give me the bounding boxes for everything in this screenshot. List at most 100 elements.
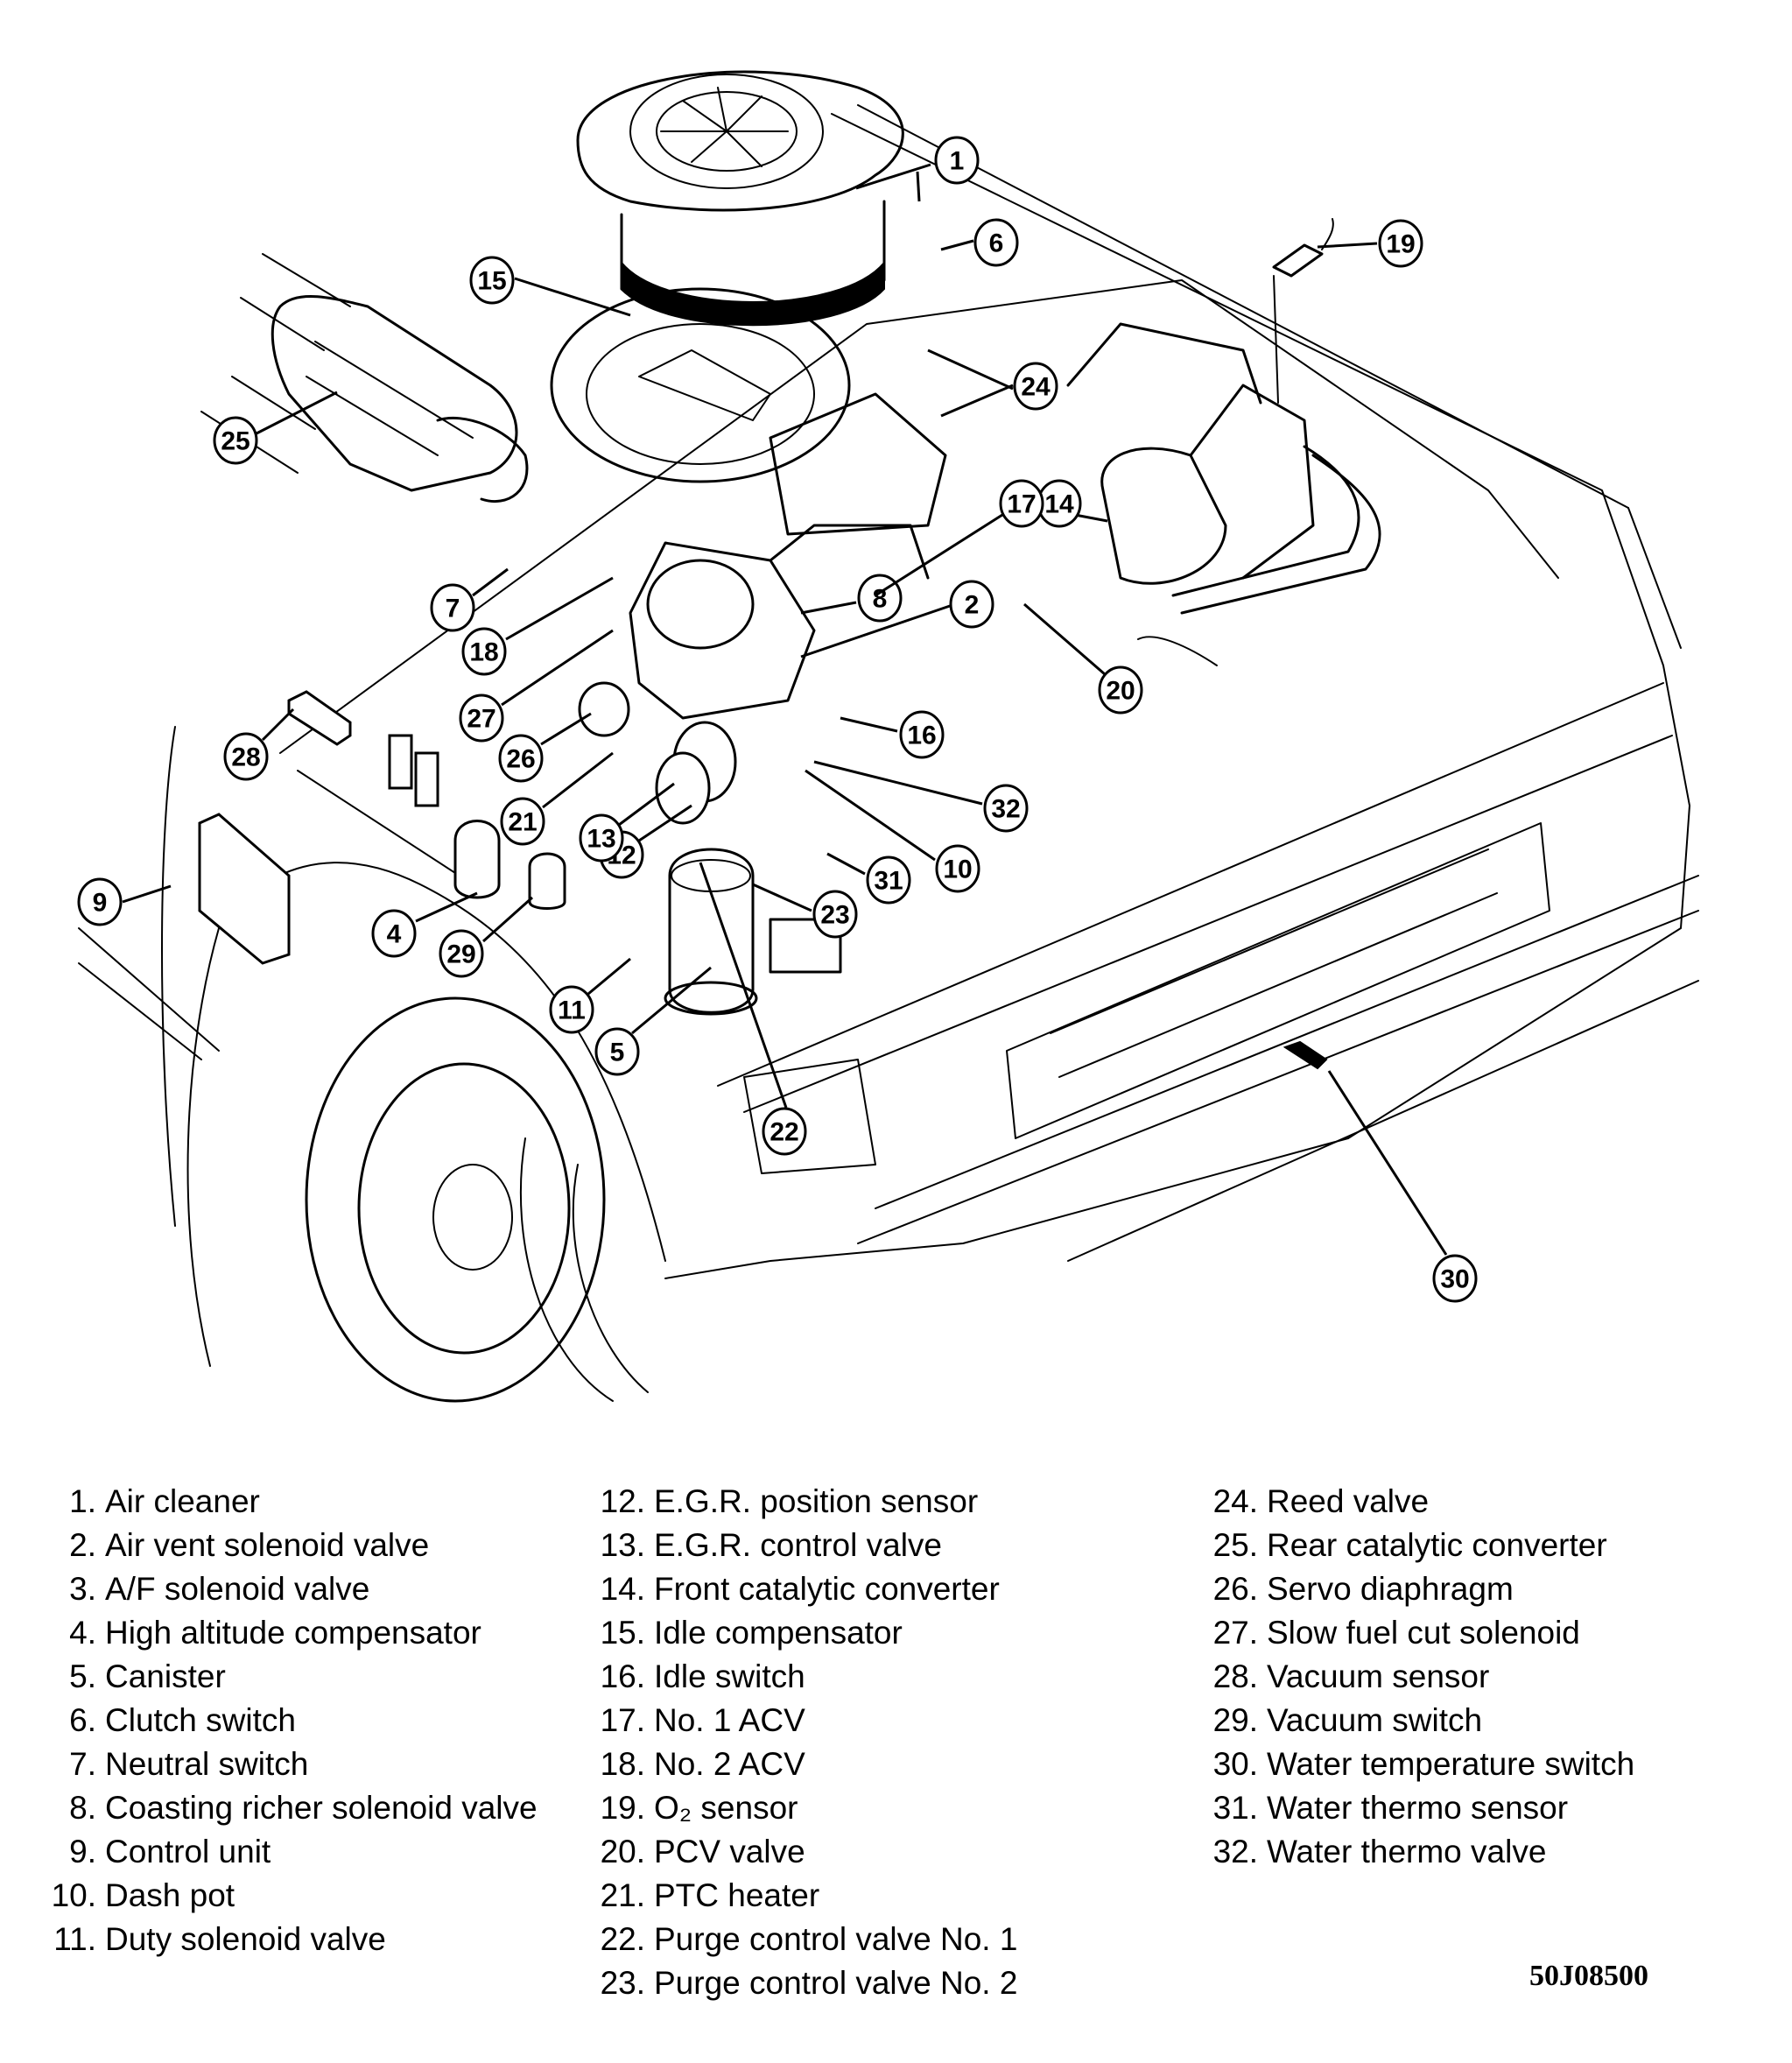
legend-item-number: 31. [1212,1790,1258,1826]
callout-number: 14 [1044,490,1074,519]
legend-item-label: A/F solenoid valve [105,1571,370,1607]
legend-item: 32.Water thermo valve [1204,1830,1634,1874]
callout-10: 10 [805,769,980,893]
callout-circle [439,929,484,978]
legend-item-number: 4. [69,1615,96,1651]
legend-item: 25.Rear catalytic converter [1204,1524,1634,1567]
legend-item-label: Purge control valve No. 2 [654,1965,1018,2001]
callout-number: 18 [469,638,498,667]
rear-catalytic-converter [200,253,529,503]
legend-item: 8.Coasting richer solenoid valve [51,1786,543,1830]
callout-number: 23 [820,901,849,930]
legend-item-label: Idle switch [654,1658,805,1694]
callout-leader-line [1327,1070,1448,1256]
legend-item-number: 25. [1212,1527,1258,1563]
legend-item: 17.No. 1 ACV [591,1699,1017,1743]
callout-11: 11 [549,957,631,1034]
callout-31: 31 [826,852,911,905]
legend-item-label: Water temperature switch [1267,1746,1635,1782]
callout-circle [461,627,507,676]
legend-item-number: 3. [69,1571,96,1607]
callout-circle [498,734,544,783]
legend-item-number: 22. [600,1921,645,1957]
callout-circle [371,909,417,958]
legend-item-label: No. 2 ACV [654,1746,805,1782]
legend-item-label: Slow fuel cut solenoid [1267,1615,1580,1651]
callout-9: 9 [77,877,172,926]
legend-item-label: O₂ sensor [654,1790,798,1826]
callout-leader-line [927,349,1014,391]
callout-leader-line [542,751,614,809]
legend-item: 21.PTC heater [591,1874,1017,1918]
callout-number: 17 [1007,490,1036,519]
callout-number: 13 [587,825,615,854]
legend-item: 4.High altitude compensator [51,1611,543,1655]
front-wheel [305,996,606,1403]
legend-item-label: Air cleaner [105,1483,260,1519]
car-body-outline [78,104,1699,1402]
legend-item: 6.Clutch switch [51,1699,543,1743]
callout-leader-line [752,883,812,912]
legend-item-label: Vacuum sensor [1267,1658,1490,1694]
legend-item-number: 13. [600,1527,645,1563]
legend-item-number: 21. [600,1877,645,1913]
callout-number: 2 [965,591,980,620]
legend-item: 14.Front catalytic converter [591,1567,1017,1611]
legend-item: 30.Water temperature switch [1204,1743,1635,1786]
callout-number: 31 [874,867,903,896]
callout-number: 28 [231,743,260,772]
callout-number: 10 [943,855,972,884]
callout-8: 8 [800,574,903,623]
callout-4: 4 [371,891,478,958]
legend-item-label: Front catalytic converter [654,1571,1000,1607]
callout-17: 17 [875,479,1044,597]
callout-leader-line [122,884,172,904]
callout-number: 19 [1386,230,1415,259]
legend-item: 20.PCV valve [591,1830,1017,1874]
legend-item-label: PCV valve [654,1834,805,1869]
callout-circle [223,732,269,781]
legend-item: 12.E.G.R. position sensor [591,1480,1017,1524]
callout-number: 5 [610,1039,625,1067]
legend-item-number: 27. [1212,1615,1258,1651]
callout-19: 19 [1317,219,1423,268]
callout-leader-line [1317,242,1378,249]
canister [664,848,758,1016]
callout-leader-line [256,391,338,435]
legend-item: 3.A/F solenoid valve [51,1567,543,1611]
legend-item: 5.Canister [51,1655,543,1699]
small-components [287,690,566,910]
callout-leader-line [514,277,631,317]
legend-item-number: 12. [600,1483,645,1519]
callout-number: 15 [477,267,506,296]
callout-circle [762,1107,807,1156]
callout-circle [949,580,994,629]
callout-27: 27 [459,629,614,743]
callout-circle [899,710,945,759]
callout-leader-line [800,604,951,658]
front-catalytic-converter [1066,322,1381,666]
callout-circle [999,479,1044,528]
callout-circle [1378,219,1423,268]
legend-item-number: 7. [69,1746,96,1782]
legend-item: 10.Dash pot [51,1874,543,1918]
callout-number: 16 [907,722,936,750]
callout-leader-line [261,708,295,742]
callout-circle [935,844,980,893]
legend-item-number: 18. [600,1746,645,1782]
legend-item-label: Servo diaphragm [1267,1571,1514,1607]
callout-circle [430,583,475,632]
callout-29: 29 [439,896,533,978]
callout-circle [866,855,911,905]
legend-item-label: E.G.R. control valve [654,1527,943,1563]
callout-circle [812,890,858,939]
legend-item-number: 14. [600,1571,645,1607]
callout-30: 30 [1327,1070,1478,1303]
legend-item: 13.E.G.R. control valve [591,1524,1017,1567]
callout-28: 28 [223,708,295,781]
legend-item: 23.Purge control valve No. 2 [591,1961,1018,2005]
callout-22: 22 [699,862,807,1156]
